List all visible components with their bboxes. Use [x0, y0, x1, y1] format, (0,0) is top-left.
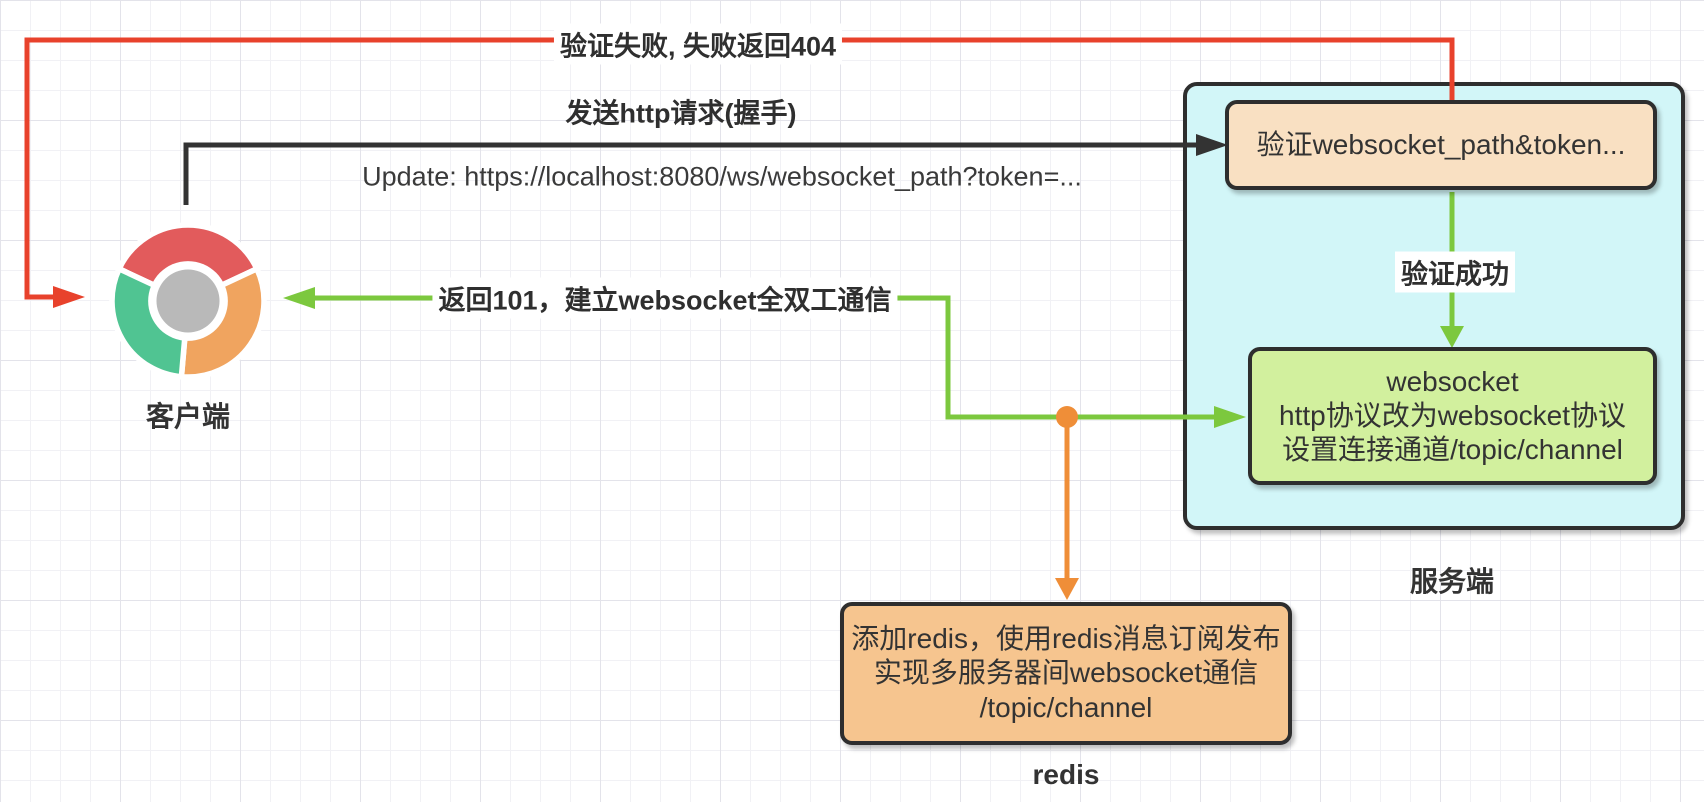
redis-node-line2: 实现多服务器间websocket通信	[873, 657, 1259, 689]
client-label: 客户端	[145, 401, 231, 432]
verify-fail-line[interactable]	[24, 37, 1455, 300]
redis-node-line1: 添加redis，使用redis消息订阅发布	[851, 623, 1281, 655]
upgrade-url-label: Update: https://localhost:8080/ws/websoc…	[362, 161, 1082, 192]
chrome-center-dot	[156, 269, 220, 333]
edge-handshake[interactable]	[183, 134, 1228, 205]
edge-to-redis[interactable]	[1055, 406, 1079, 600]
junction-dot	[1056, 406, 1078, 428]
chrome-browser-icon[interactable]	[99, 212, 277, 390]
verify-success-label: 验证成功	[1395, 251, 1515, 293]
redis-node[interactable]: 添加redis，使用redis消息订阅发布 实现多服务器间websocket通信…	[840, 602, 1292, 745]
validate-token-text: 验证websocket_path&token...	[1256, 128, 1626, 160]
to-redis-arrowhead	[1055, 578, 1079, 600]
websocket-node-line2: http协议改为websocket协议	[1279, 399, 1626, 431]
edge-verify-fail[interactable]	[24, 37, 1455, 308]
handshake-line[interactable]	[183, 142, 1196, 205]
redis-label: redis	[1032, 759, 1100, 790]
verify-success-arrowhead	[1440, 326, 1464, 348]
return-101-label: 返回101，建立websocket全双工通信	[432, 277, 898, 319]
verify-fail-label: 验证失败, 失败返回404	[553, 23, 843, 65]
handshake-arrowhead	[1196, 134, 1228, 156]
redis-node-line3: /topic/channel	[979, 691, 1153, 723]
websocket-node[interactable]: websocket http协议改为websocket协议 设置连接通道/top…	[1248, 347, 1657, 485]
return-101-arrowhead-left	[283, 287, 315, 309]
server-label: 服务端	[1409, 566, 1495, 597]
websocket-node-line1: websocket	[1386, 365, 1519, 397]
websocket-node-line3: 设置连接通道/topic/channel	[1282, 434, 1623, 466]
verify-fail-arrowhead	[53, 286, 85, 308]
validate-token-node[interactable]: 验证websocket_path&token...	[1225, 100, 1657, 190]
handshake-label: 发送http请求(握手)	[565, 98, 797, 129]
return-101-arrowhead-right	[1214, 406, 1246, 428]
